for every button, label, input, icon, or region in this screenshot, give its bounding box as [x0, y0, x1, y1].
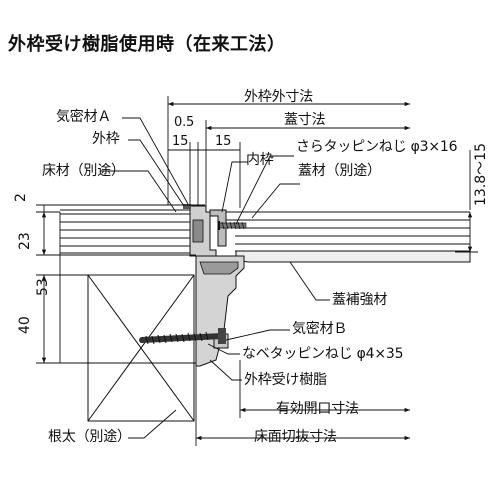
pan-screw-shape [139, 328, 226, 345]
pan-screw-label: なベタッピンねじ φ4×35 [242, 346, 404, 362]
flat-screw-label: さらタッピンねじ φ3×16 [296, 139, 458, 155]
floor-material-shape [60, 209, 205, 254]
dim-15-a: 15 [172, 134, 189, 149]
lid-material-shape [225, 211, 470, 252]
dim-23: 23 [17, 232, 33, 250]
dim-15-b: 15 [215, 134, 232, 149]
dimension-lines [36, 96, 478, 446]
flat-screw-shape [217, 221, 247, 230]
outer-frame-label: 外枠 [92, 131, 120, 147]
leader-lines [100, 117, 330, 439]
dim-2: 2 [13, 193, 29, 202]
dim-0-5: 0.5 [174, 115, 195, 130]
floor-material-label: 床材（別途） [42, 163, 125, 179]
effective-opening-label: 有効開口寸法 [276, 401, 359, 417]
sill-label: 根太（別途） [48, 429, 131, 445]
airtight-a-label: 気密材Ａ [56, 109, 112, 125]
frame-holder-label: 外枠受け樹脂 [244, 372, 327, 388]
sill-shape [87, 274, 195, 422]
lid-reinforcement-label: 蓋補強材 [332, 292, 388, 308]
page-title: 外枠受け樹脂使用時（在来工法） [8, 34, 286, 55]
dim-40: 40 [17, 316, 33, 334]
outer-frame-dim-label: 外枠外寸法 [244, 89, 313, 105]
lid-reinforcement-shape [235, 250, 471, 263]
airtight-a-shape [183, 204, 191, 209]
floor-cut-label: 床面切抜寸法 [254, 429, 337, 445]
dim-range: 13.8～15 [473, 143, 489, 206]
lid-dim-label: 蓋寸法 [284, 112, 326, 128]
airtight-b-label: 気密材Ｂ [292, 321, 348, 337]
dim-53: 53 [35, 278, 51, 296]
lid-material-label: 蓋材（別途） [298, 163, 381, 179]
inner-frame-label: 内枠 [246, 152, 274, 168]
